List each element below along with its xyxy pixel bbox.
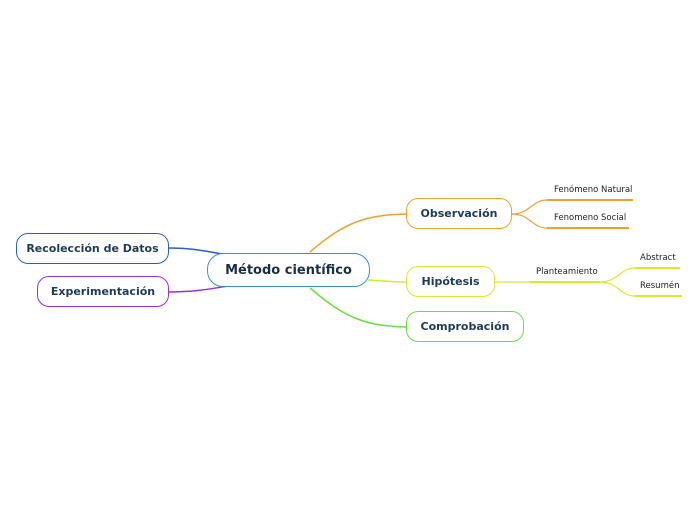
node-experimentacion[interactable]: Experimentación: [37, 276, 169, 307]
connector-hipotesis: [367, 279, 408, 283]
connector-observacion: [309, 213, 408, 253]
subtopic-resumen[interactable]: Resumén: [640, 281, 680, 291]
node-observacion[interactable]: Observación: [406, 198, 512, 229]
subtopic-planteamiento[interactable]: Planteamiento: [536, 267, 598, 277]
central-node-label: Método científico: [225, 262, 352, 278]
node-recoleccion[interactable]: Recolección de Datos: [16, 233, 169, 264]
connector-comprobacion: [309, 287, 408, 328]
node-comprobacion-label: Comprobación: [420, 320, 510, 333]
central-node[interactable]: Método científico: [207, 253, 370, 287]
node-hipotesis-label: Hipótesis: [421, 275, 480, 288]
connector-experimentacion: [167, 285, 229, 293]
subtopic-fenomeno-social[interactable]: Fenomeno Social: [554, 213, 627, 223]
node-recoleccion-label: Recolección de Datos: [26, 242, 159, 255]
node-hipotesis[interactable]: Hipótesis: [406, 266, 495, 297]
node-experimentacion-label: Experimentación: [50, 285, 156, 298]
node-observacion-label: Observación: [420, 207, 498, 220]
subtopic-abstract[interactable]: Abstract: [640, 253, 676, 263]
connector-resumen: [599, 281, 636, 297]
subtopic-fenomeno-natural[interactable]: Fenómeno Natural: [554, 185, 633, 195]
connector-fenomeno-social: [511, 213, 548, 229]
node-comprobacion[interactable]: Comprobación: [406, 311, 524, 342]
connector-fenomeno-natural: [511, 199, 548, 215]
connector-abstract: [599, 267, 636, 283]
